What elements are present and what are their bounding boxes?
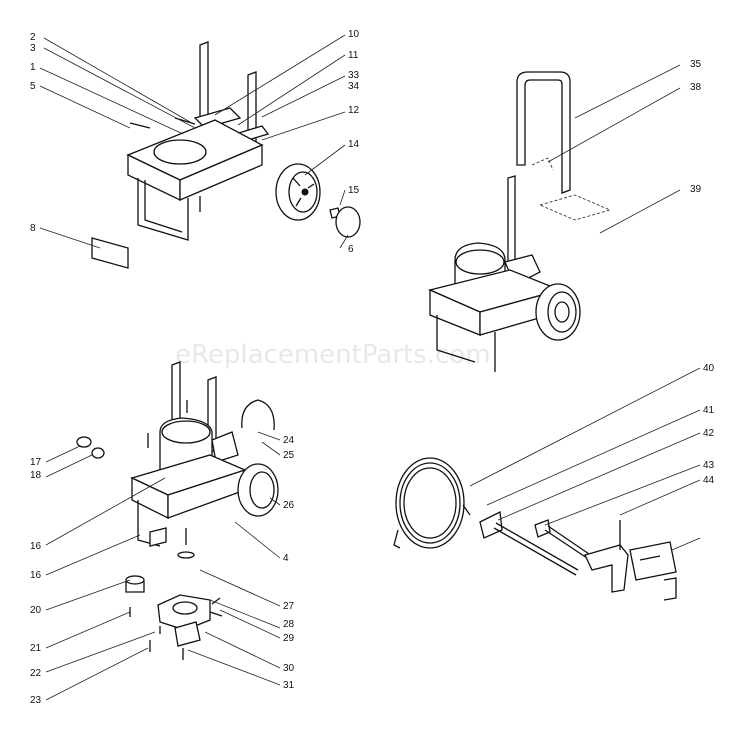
callout-39: 40 <box>703 363 715 374</box>
callout-5: 5 <box>30 81 36 92</box>
callout-14: 14 <box>348 139 360 150</box>
callout-40: 41 <box>703 405 715 416</box>
callout-29: 29 <box>283 633 295 644</box>
callout-23: 23 <box>30 695 42 706</box>
leader-lines <box>39 34 701 701</box>
assembled-pressure-washer-drawing <box>427 71 612 372</box>
callout-27: 27 <box>283 601 295 612</box>
callout-21: 21 <box>30 643 42 654</box>
callout-30: 30 <box>283 663 295 674</box>
callout-42: 43 <box>703 460 715 471</box>
callout-20: 20 <box>30 605 42 616</box>
callout-16b: 16 <box>30 570 42 581</box>
callout-28: 28 <box>283 619 295 630</box>
callout-15: 15 <box>348 185 360 196</box>
callout-22: 22 <box>30 668 42 679</box>
callout-34: 35 <box>690 59 702 70</box>
watermark: eReplacementParts.com <box>175 340 491 370</box>
callout-4: 4 <box>283 553 289 564</box>
callout-24: 24 <box>283 435 295 446</box>
callout-35: 38 <box>690 82 702 93</box>
frame-assembly-drawing <box>91 41 361 269</box>
callout-31: 31 <box>283 680 295 691</box>
hose-and-gun-drawing <box>393 457 677 601</box>
callout-3: 3 <box>30 43 36 54</box>
callout-33: 34 <box>348 81 360 92</box>
callout-26: 26 <box>283 500 295 511</box>
callout-1: 1 <box>30 62 36 73</box>
callout-6: 6 <box>348 244 354 255</box>
callout-16a: 16 <box>30 541 42 552</box>
callout-labels: 2 3 1 5 8 10 11 33 34 12 14 15 6 35 38 3… <box>30 29 715 706</box>
callout-8: 8 <box>30 223 36 234</box>
callout-12: 12 <box>348 105 360 116</box>
pump-engine-exploded-drawing <box>76 361 279 660</box>
callout-10: 10 <box>348 29 360 40</box>
callout-38: 39 <box>690 184 702 195</box>
callout-43: 44 <box>703 475 715 486</box>
callout-2: 2 <box>30 32 36 43</box>
callout-17: 17 <box>30 457 42 468</box>
callout-32: 33 <box>348 70 360 81</box>
callout-11: 11 <box>348 50 359 61</box>
callout-18: 18 <box>30 470 42 481</box>
callout-25: 25 <box>283 450 295 461</box>
callout-41: 42 <box>703 428 715 439</box>
